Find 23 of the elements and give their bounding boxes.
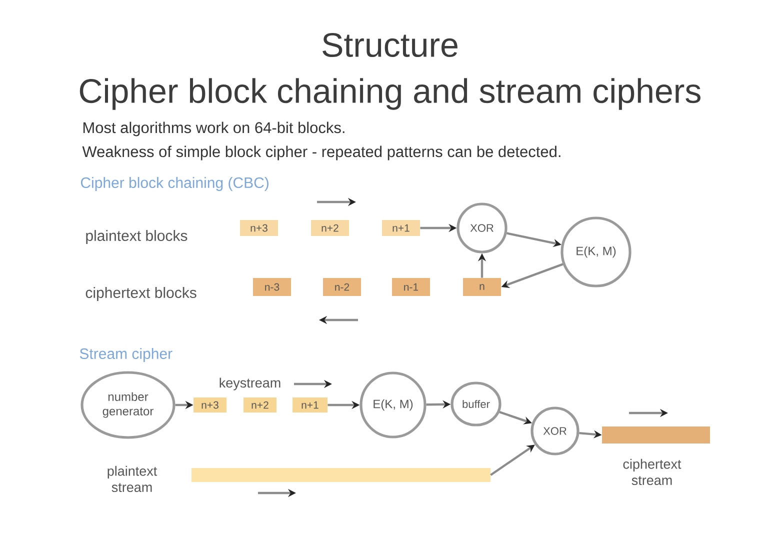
slide-title: Structure: [322, 32, 458, 58]
stream-caption: ciphertext stream: [623, 458, 682, 486]
section-heading: Cipher block chaining (CBC): [80, 177, 268, 191]
section-heading: Stream cipher: [80, 348, 172, 362]
data-block: n+1: [292, 398, 328, 412]
body-text: Weakness of simple block cipher - repeated patterns can be detected.: [82, 146, 560, 160]
stream-bar: [602, 426, 710, 444]
stream-bar: [192, 468, 490, 482]
data-block: n+2: [244, 398, 276, 412]
data-block: n-1: [392, 278, 430, 296]
stream-caption: plaintext stream: [108, 466, 158, 492]
row-label: ciphertext blocks: [86, 287, 196, 301]
data-block: n+3: [194, 398, 226, 412]
subtitle: Cipher block chaining and stream ciphers: [80, 78, 700, 110]
data-block: n+2: [311, 220, 349, 236]
data-block: n: [463, 278, 501, 296]
body-text: Most algorithms work on 64-bit blocks.: [83, 122, 344, 136]
data-block: n+3: [240, 220, 278, 236]
stream-label: keystream: [220, 378, 280, 390]
data-block: n-2: [323, 278, 361, 296]
data-block: n+1: [382, 220, 420, 236]
data-block: n-3: [253, 278, 291, 296]
row-label: plaintext blocks: [86, 230, 188, 244]
